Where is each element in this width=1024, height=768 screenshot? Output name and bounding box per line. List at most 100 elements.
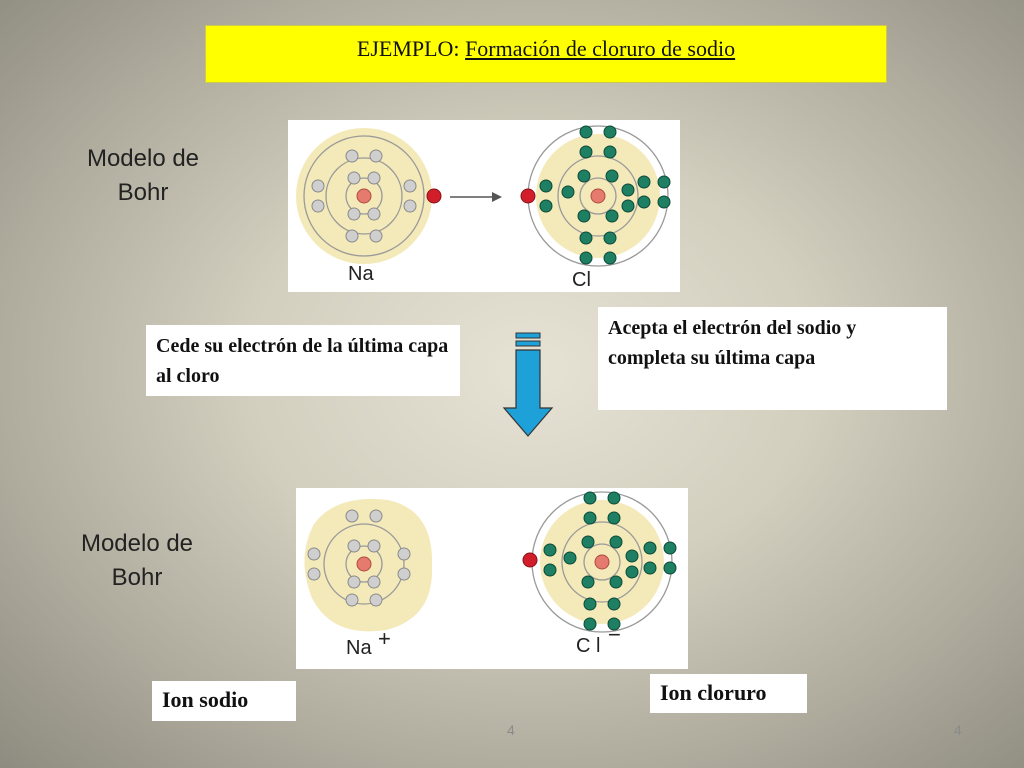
chlorine-electron <box>603 125 617 139</box>
sodium-electron <box>369 149 383 163</box>
chlorine-electron <box>579 145 593 159</box>
chloride-electron <box>609 535 623 549</box>
chloride-ion-charge: − <box>608 622 621 647</box>
chloride-electron <box>625 549 639 563</box>
sodium-ion-charge: + <box>378 626 391 651</box>
bohr-diagram-after: Na + C l − <box>296 488 688 669</box>
sodium-orbit-2 <box>325 157 403 235</box>
model-label-top-line1: Modelo de <box>86 145 200 172</box>
chloride-electron <box>607 597 621 611</box>
sodium-ion-electron <box>307 567 321 581</box>
chlorine-electron <box>561 185 575 199</box>
chloride-ion <box>522 491 677 633</box>
sodium-orbit-1 <box>345 177 383 215</box>
sodium-electron <box>347 171 361 185</box>
ion-label-chloride-text: Ion cloruro <box>660 680 767 705</box>
chloride-electron <box>607 491 621 505</box>
model-label-top-line2: Bohr <box>117 179 169 206</box>
chloride-electron <box>663 541 677 555</box>
chlorine-electron <box>579 125 593 139</box>
sodium-ion-nucleus <box>356 556 372 572</box>
page-number-right: 4 <box>954 722 962 738</box>
sodium-electron <box>367 171 381 185</box>
chlorine-electron <box>637 175 651 189</box>
sodium-ion-electron <box>307 547 321 561</box>
chlorine-electron <box>605 169 619 183</box>
page-number-center: 4 <box>507 722 515 738</box>
chloride-ion-symbol: C l <box>576 635 600 657</box>
note-sodium: Cede su electrón de la última capa al cl… <box>146 325 460 396</box>
sodium-atom <box>296 128 442 264</box>
sodium-ion-electron <box>345 593 359 607</box>
chlorine-electron <box>637 195 651 209</box>
chlorine-electron <box>539 199 553 213</box>
model-label-bottom: Modelo de Bohr <box>62 527 212 595</box>
ion-label-sodium: Ion sodio <box>152 681 296 721</box>
sodium-valence-electron <box>426 188 442 204</box>
sodium-ion-electron <box>367 539 381 553</box>
note-chlorine: Acepta el electrón del sodio y completa … <box>598 307 947 410</box>
sodium-ion-electron <box>397 567 411 581</box>
chlorine-electron <box>657 195 671 209</box>
sodium-electron <box>403 199 417 213</box>
sodium-electron <box>311 199 325 213</box>
chloride-electron <box>543 563 557 577</box>
model-label-bottom-line1: Modelo de <box>80 530 194 557</box>
model-label-top: Modelo de Bohr <box>68 142 218 210</box>
sodium-ion-electron <box>369 593 383 607</box>
sodium-electron <box>403 179 417 193</box>
chloride-electron <box>581 575 595 589</box>
chloride-nucleus <box>594 554 610 570</box>
sodium-nucleus <box>356 188 372 204</box>
sodium-electron <box>369 229 383 243</box>
chloride-electron <box>643 561 657 575</box>
transferred-electron <box>520 188 536 204</box>
chlorine-electron <box>603 145 617 159</box>
title-box: EJEMPLO: Formación de cloruro de sodio <box>205 25 887 83</box>
bohr-before-svg: Na Cl <box>296 125 671 291</box>
gained-electron <box>522 552 538 568</box>
chloride-electron <box>583 617 597 631</box>
sodium-electron <box>345 149 359 163</box>
sodium-ion-electron <box>347 539 361 553</box>
title-link[interactable]: Formación de cloruro de sodio <box>465 36 736 61</box>
bohr-after-svg: Na + C l − <box>304 491 677 659</box>
chloride-electron <box>609 575 623 589</box>
sodium-electron <box>345 229 359 243</box>
chlorine-electron <box>621 183 635 197</box>
chlorine-electron <box>621 199 635 213</box>
chlorine-electron <box>605 209 619 223</box>
ion-label-chloride: Ion cloruro <box>650 674 807 713</box>
note-sodium-text: Cede su electrón de la última capa al cl… <box>156 335 449 387</box>
chlorine-electron <box>603 231 617 245</box>
sodium-ion-orbit-2 <box>323 523 405 605</box>
chloride-electron <box>563 551 577 565</box>
sodium-ion-electron <box>397 547 411 561</box>
chloride-orbit-1 <box>583 543 621 581</box>
model-label-bottom-line2: Bohr <box>111 564 163 591</box>
chloride-electron <box>607 617 621 631</box>
chlorine-electron <box>577 209 591 223</box>
sodium-ion-electron <box>369 509 383 523</box>
chlorine-electron <box>577 169 591 183</box>
chloride-electron <box>663 561 677 575</box>
sodium-electron <box>367 207 381 221</box>
title-prefix: EJEMPLO: <box>356 36 460 61</box>
note-chlorine-text: Acepta el electrón del sodio y completa … <box>608 317 857 369</box>
chlorine-symbol: Cl <box>572 269 591 291</box>
chloride-electron <box>625 565 639 579</box>
chloride-electron <box>583 491 597 505</box>
chloride-electron <box>583 511 597 525</box>
sodium-ion-electron <box>345 509 359 523</box>
sodium-ion-symbol: Na <box>346 637 372 659</box>
bohr-diagram-before: Na Cl <box>288 120 680 292</box>
chlorine-electron <box>579 231 593 245</box>
chlorine-nucleus <box>590 188 606 204</box>
chloride-electron <box>581 535 595 549</box>
sodium-electron <box>347 207 361 221</box>
sodium-electron <box>311 179 325 193</box>
sodium-symbol: Na <box>348 263 374 285</box>
transfer-arrow <box>450 192 502 202</box>
ion-label-sodium-text: Ion sodio <box>162 687 249 712</box>
sodium-ion-electron <box>367 575 381 589</box>
